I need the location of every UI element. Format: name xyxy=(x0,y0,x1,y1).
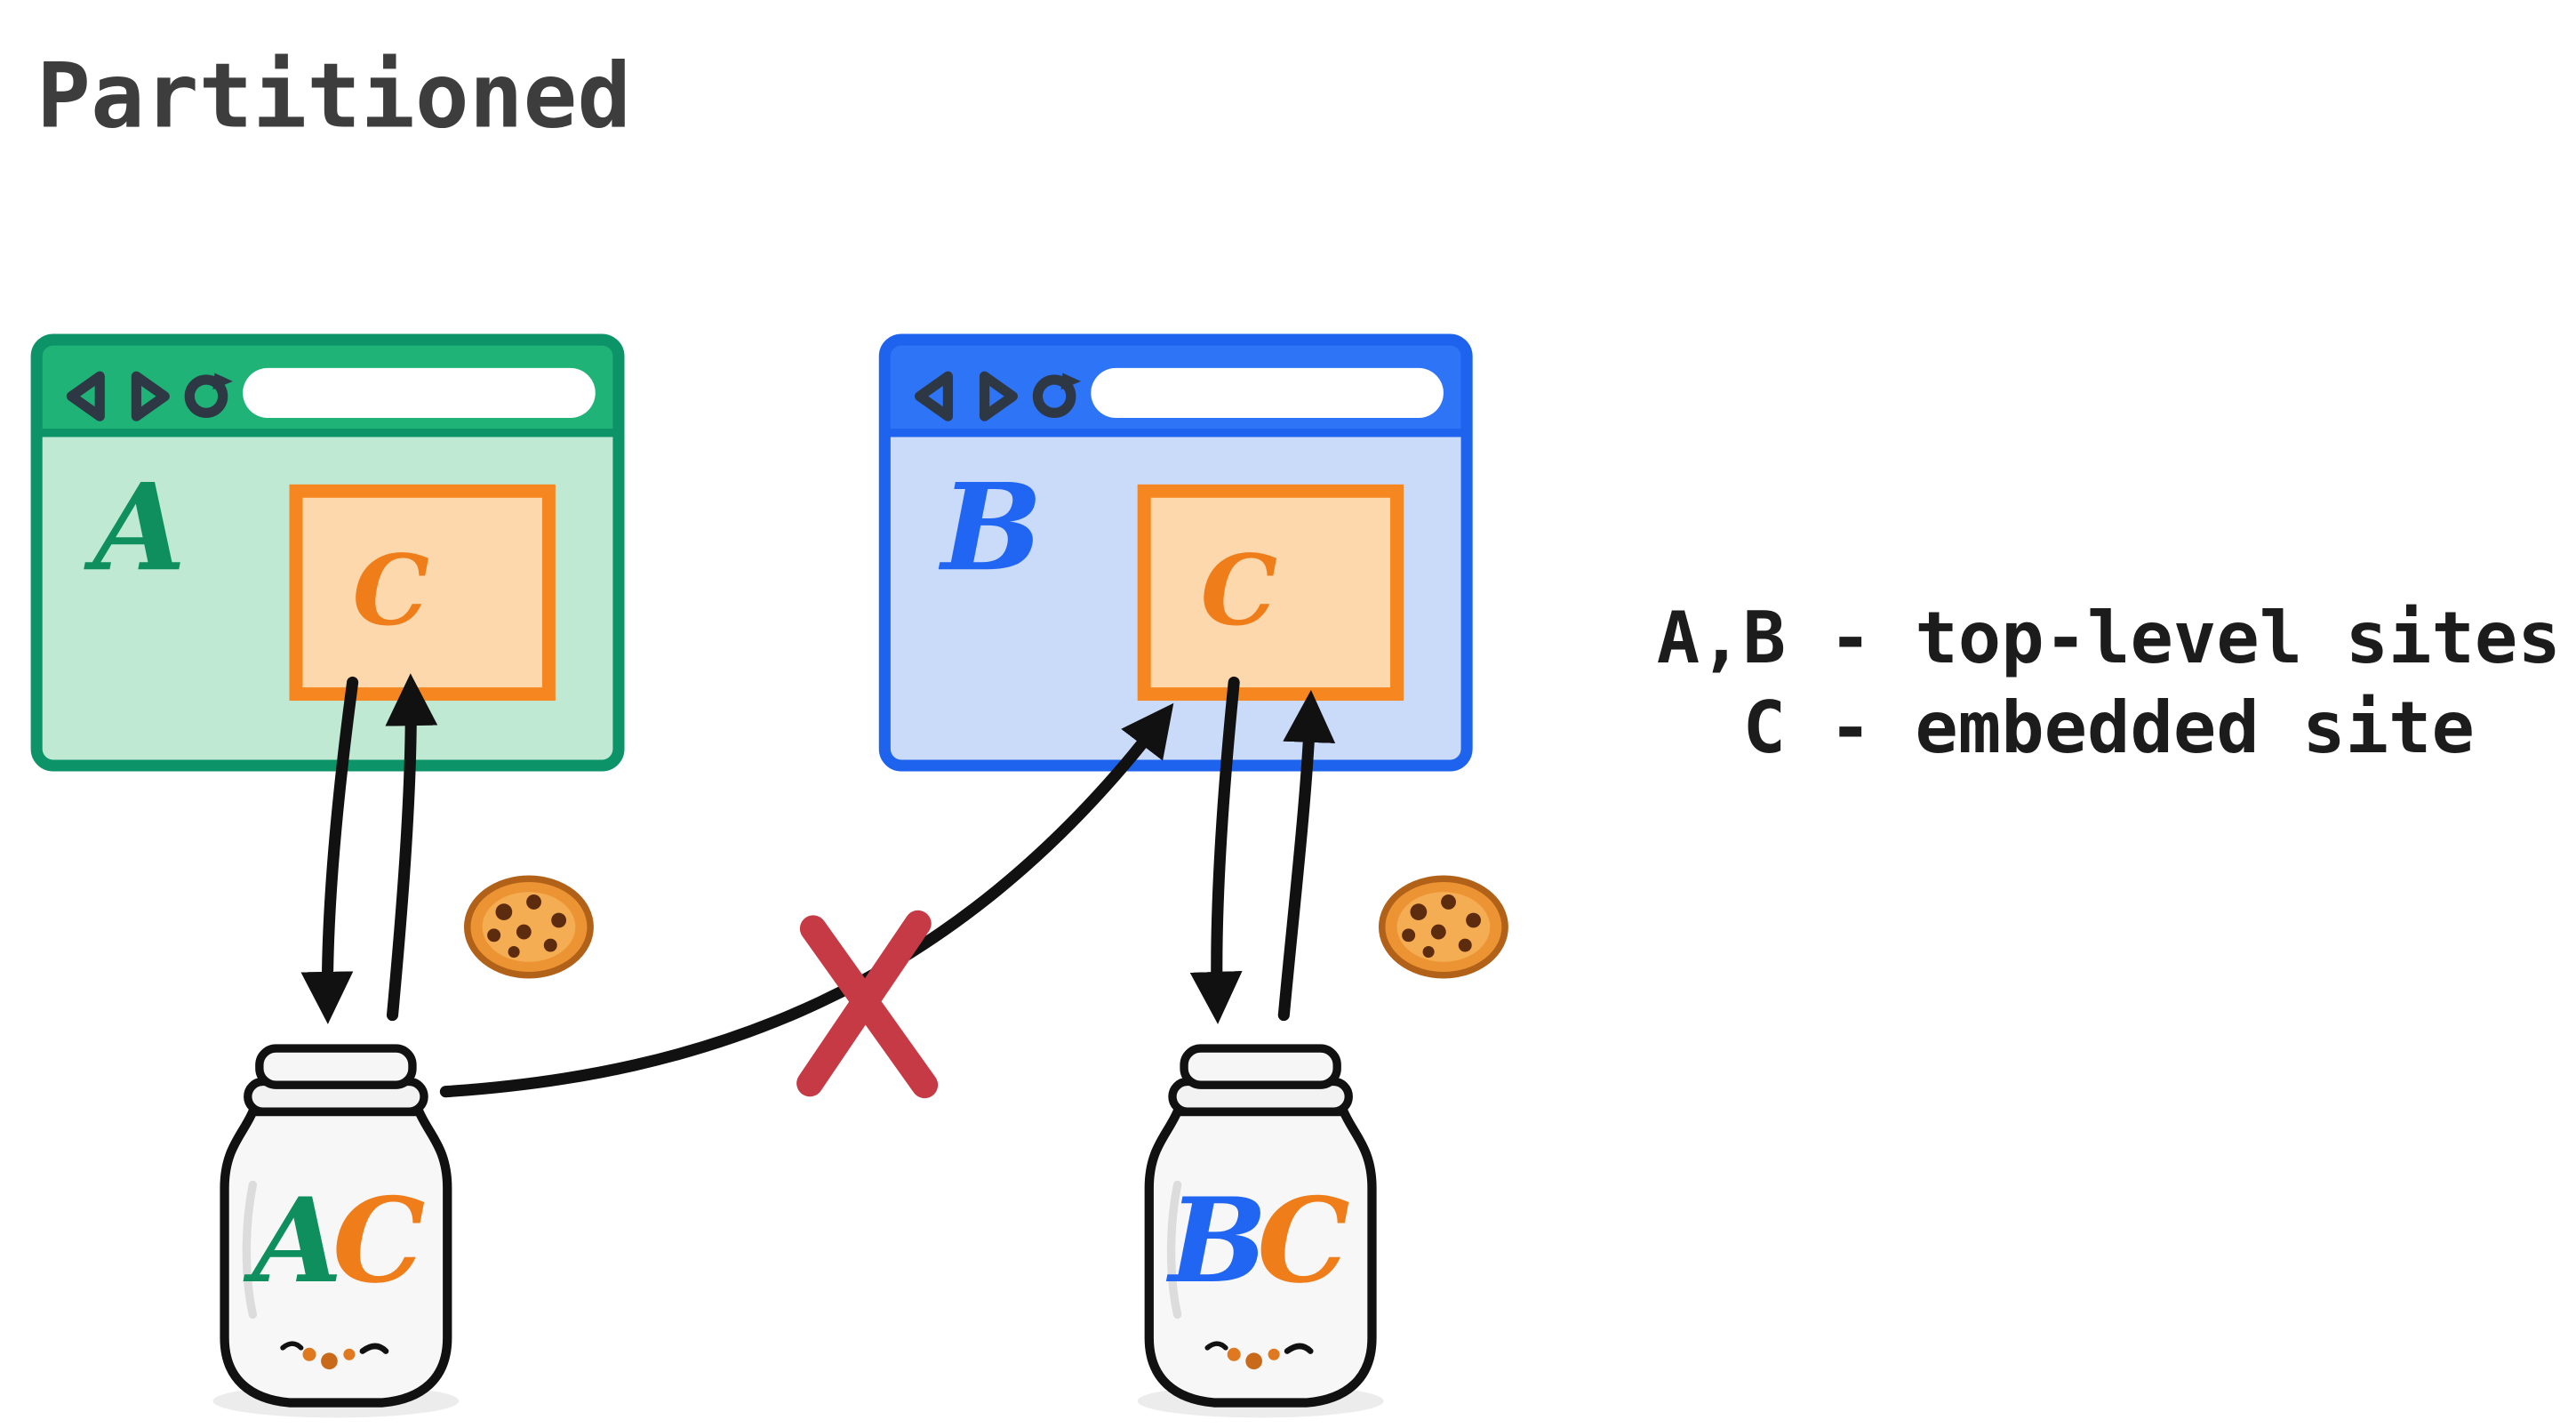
blocked-x-icon xyxy=(796,910,939,1099)
arrow-jar-to-a xyxy=(385,673,438,1022)
forward-icon xyxy=(131,371,170,421)
legend-line-2: C - embedded site xyxy=(1743,686,2475,769)
embedded-c-label: C xyxy=(1201,533,1277,647)
embedded-frame-c-in-a: C xyxy=(289,484,556,702)
jar-bc-letter-b: B xyxy=(1165,1172,1268,1309)
reload-icon xyxy=(1032,373,1082,418)
cookie-icon-left xyxy=(468,878,590,975)
site-a-label: A xyxy=(84,457,187,598)
arrows xyxy=(300,673,1336,1098)
browser-window-b: B C xyxy=(878,333,1473,772)
cookie-jar-ac: A C xyxy=(212,1048,459,1417)
address-bar xyxy=(1091,367,1444,418)
arrow-ac-jar-to-b-blocked xyxy=(439,702,1174,1098)
back-icon xyxy=(914,371,954,421)
embedded-c-label: C xyxy=(353,533,429,647)
arrow-b-to-jar xyxy=(1189,676,1243,1024)
embedded-frame-box xyxy=(289,484,556,702)
legend: A,B - top-level sites C - embedded site xyxy=(1657,596,2561,769)
page-title: Partitioned xyxy=(36,44,631,148)
forward-icon xyxy=(979,371,1018,421)
legend-line-1: A,B - top-level sites xyxy=(1657,596,2561,679)
jar-bc-letter-c: C xyxy=(1257,1172,1349,1309)
window-b-border xyxy=(878,333,1473,772)
site-b-label: B xyxy=(938,457,1043,598)
cookie-jar-bc: B C xyxy=(1138,1048,1384,1417)
arrow-jar-to-b xyxy=(1277,689,1336,1022)
jar-ac-letter-c: C xyxy=(332,1172,425,1309)
cookie-icon-right xyxy=(1382,878,1505,975)
address-bar xyxy=(243,367,596,418)
reload-icon xyxy=(184,373,233,418)
jar-ac-letter-a: A xyxy=(243,1172,343,1309)
back-icon xyxy=(66,371,105,421)
arrow-a-to-jar xyxy=(300,676,359,1024)
embedded-frame-box xyxy=(1137,484,1404,702)
embedded-frame-c-in-b: C xyxy=(1137,484,1404,702)
browser-window-a: A C xyxy=(30,333,625,772)
window-a-border xyxy=(30,333,625,772)
